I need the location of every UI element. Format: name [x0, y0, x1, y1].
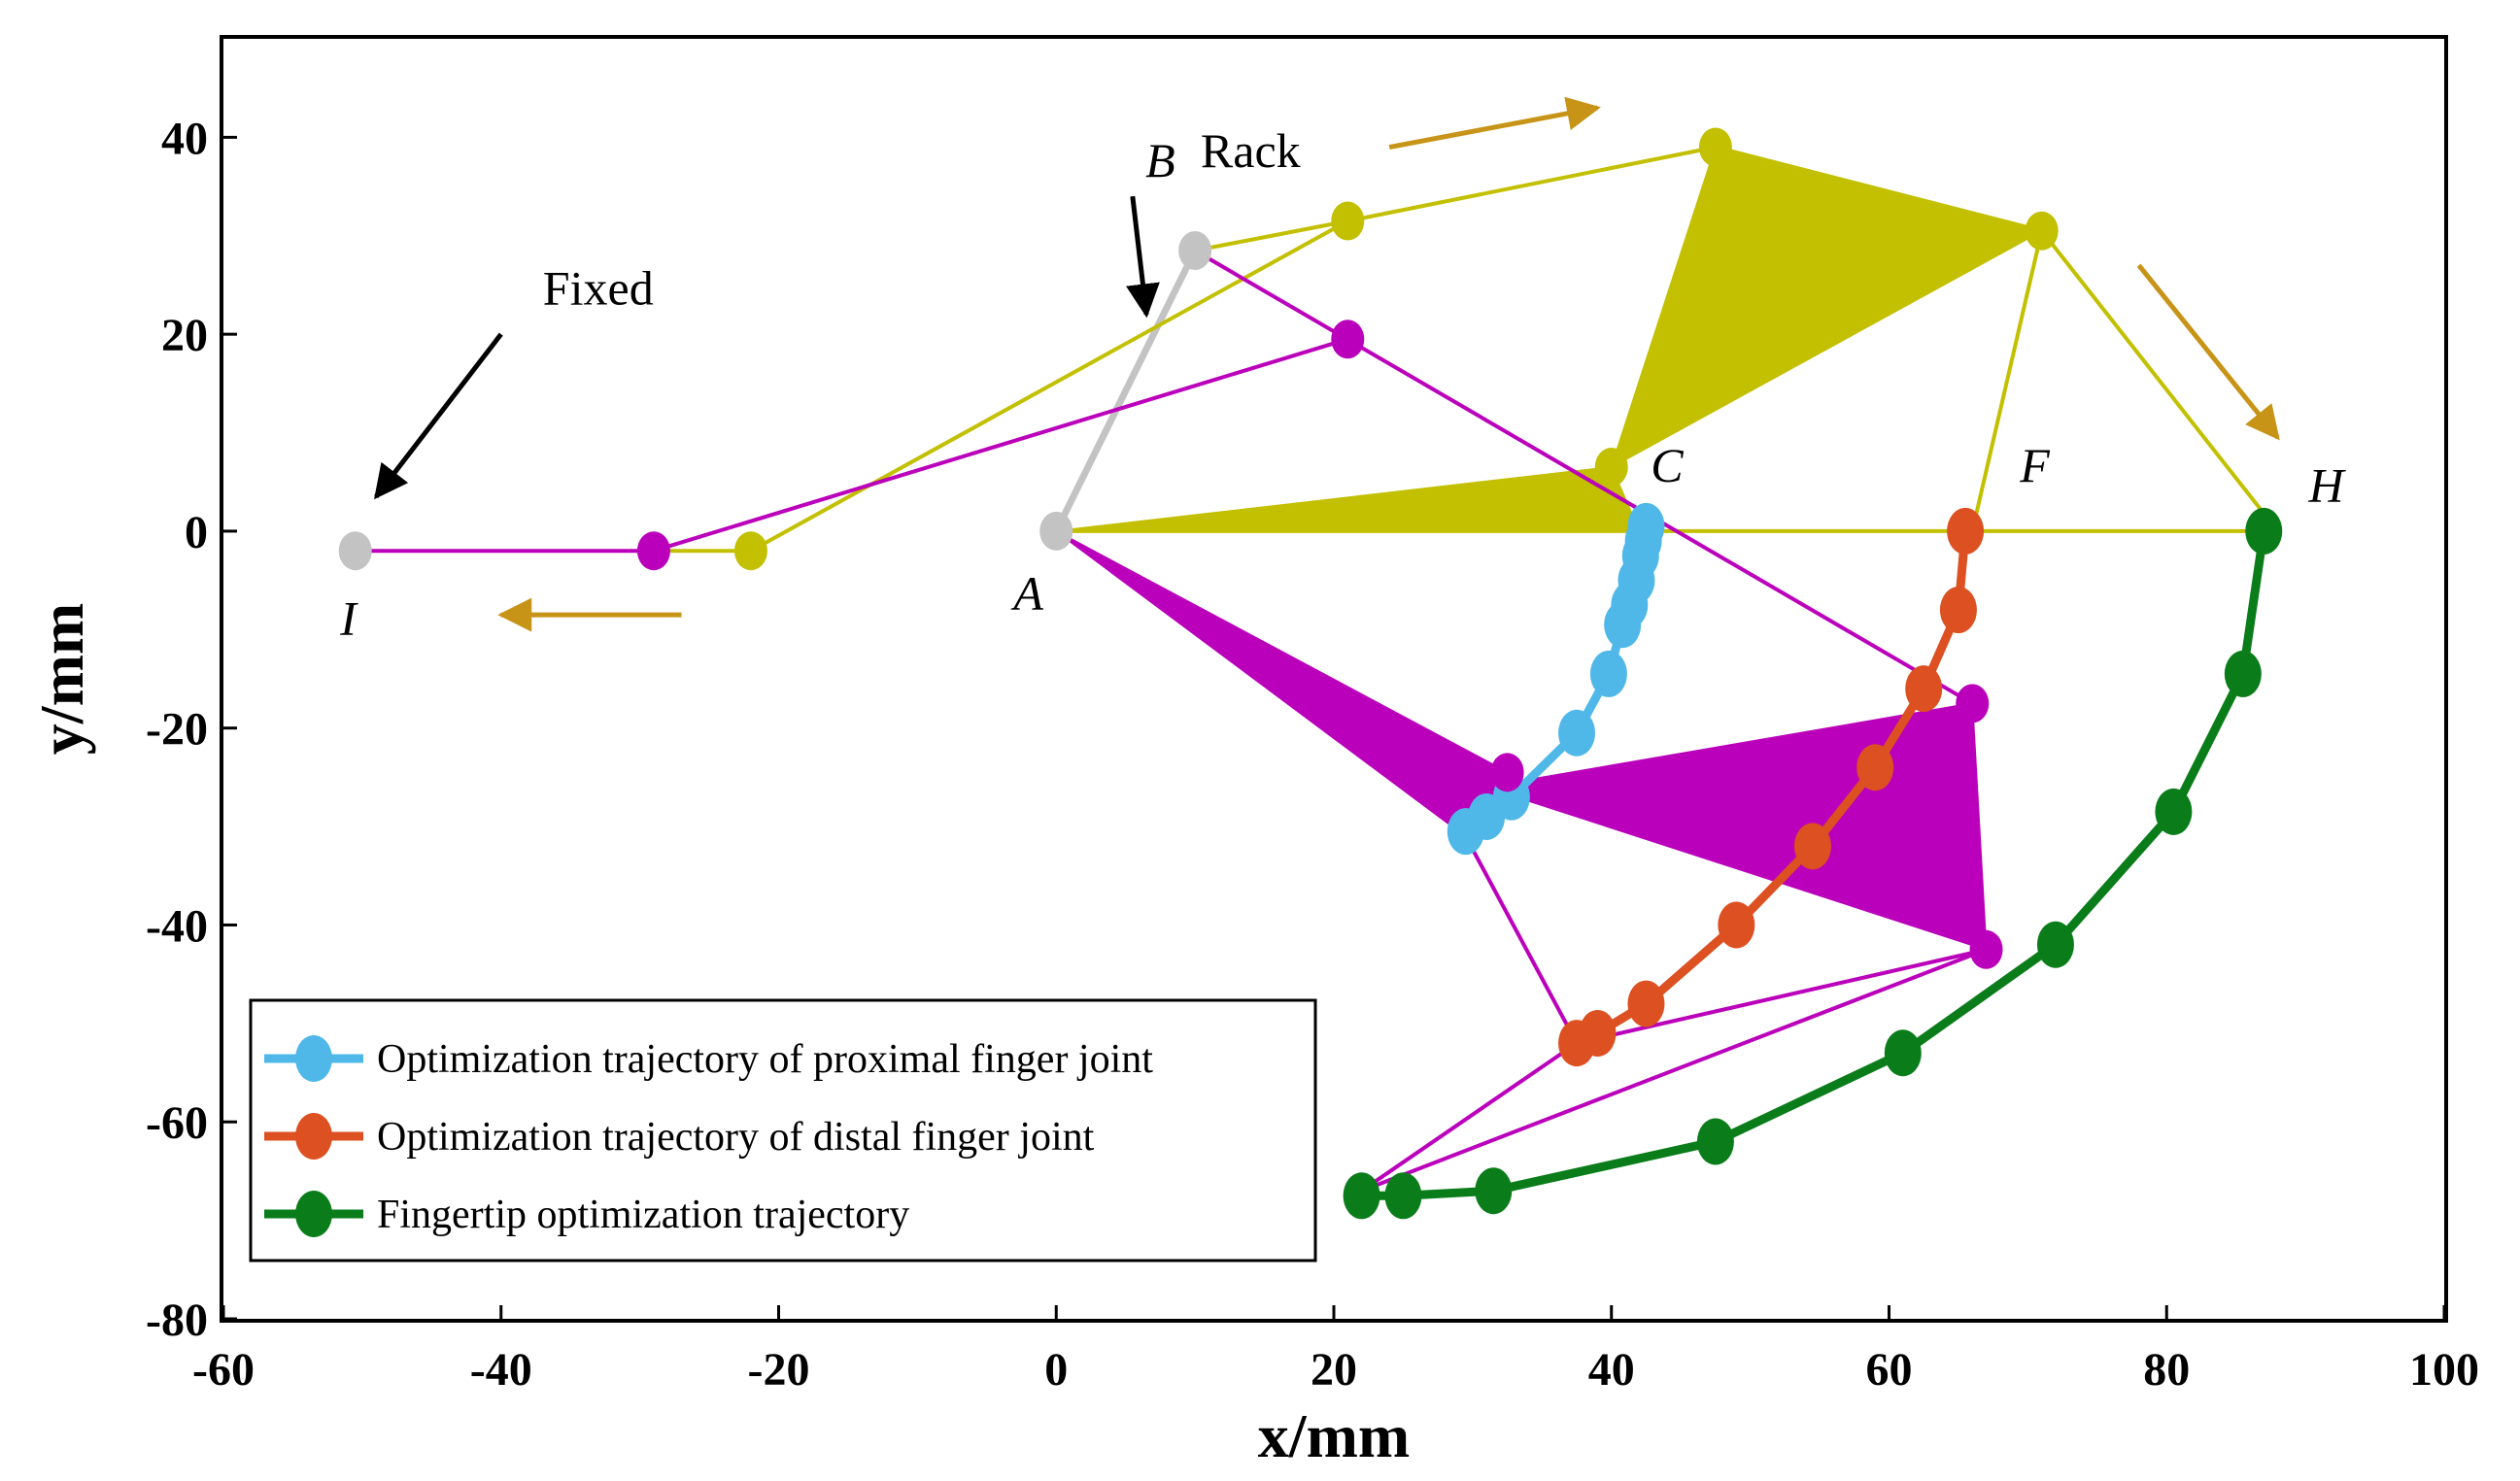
y-tick-label: -40 [146, 900, 208, 952]
joint-gray-0 [338, 531, 372, 571]
series-point-distal-3 [1856, 744, 1894, 791]
x-tick-label: -60 [192, 1344, 255, 1396]
point-label-C: C [1651, 438, 1684, 492]
y-tick-label: -20 [146, 704, 208, 756]
x-tick-label: 20 [1311, 1344, 1357, 1396]
joint-olive-1 [1331, 201, 1365, 241]
annotation-text-0: Rack [1201, 123, 1301, 178]
y-tick-label: -80 [146, 1295, 208, 1346]
link-olive-4 [1970, 230, 2044, 532]
link-gray-0 [1053, 249, 1199, 533]
joint-magenta-1 [1331, 320, 1365, 359]
joint-olive-0 [733, 531, 767, 571]
series-point-proximal-10 [1447, 808, 1484, 856]
link-magenta-6 [1194, 249, 1974, 706]
x-tick-label: -20 [748, 1344, 810, 1396]
series-point-fingertip-7 [1384, 1172, 1422, 1220]
joint-magenta-4 [1490, 753, 1524, 792]
series-point-fingertip-2 [2155, 788, 2193, 835]
x-tick-label: 100 [2409, 1344, 2479, 1396]
legend-label-0: Optimization trajectory of proximal fing… [377, 1037, 1153, 1082]
series-point-fingertip-4 [1884, 1029, 1922, 1077]
linkage-joints [338, 127, 2059, 969]
series-point-distal-4 [1793, 823, 1831, 870]
series-point-distal-8 [1558, 1020, 1596, 1067]
x-tick-label: 0 [1044, 1344, 1068, 1396]
joint-gray-2 [1178, 230, 1212, 270]
point-label-I: I [339, 590, 358, 645]
legend-swatch-marker-1 [295, 1113, 332, 1160]
x-tick-label: 80 [2143, 1344, 2190, 1396]
joint-gray-1 [1039, 511, 1073, 551]
series-point-fingertip-6 [1475, 1167, 1513, 1215]
annotation-text-1: Fixed [543, 261, 654, 316]
legend-box [249, 998, 1317, 1262]
series-point-fingertip-8 [1343, 1172, 1380, 1220]
series-point-distal-0 [1947, 507, 1985, 555]
x-tick-label: -40 [470, 1344, 532, 1396]
series-point-proximal-5 [1604, 601, 1642, 649]
series-point-proximal-6 [1589, 650, 1627, 697]
y-axis-label: y/mm [27, 603, 96, 755]
x-axis-label: x/mm [1258, 1401, 1410, 1470]
series-point-distal-1 [1939, 587, 1977, 634]
annotation-arrow-1 [374, 332, 503, 500]
trajectory-series [1343, 502, 2283, 1220]
series-point-fingertip-1 [2224, 650, 2262, 697]
series-point-distal-2 [1905, 665, 1943, 713]
x-tick-label: 40 [1588, 1344, 1635, 1396]
y-tick-label: 20 [161, 310, 208, 361]
joint-olive-2 [1698, 127, 1732, 167]
direction-arrows [497, 96, 2280, 632]
direction-arrow-0 [1388, 96, 1601, 150]
series-point-proximal-7 [1558, 709, 1596, 757]
series-point-distal-6 [1627, 980, 1665, 1027]
series-point-fingertip-0 [2245, 507, 2283, 555]
joint-olive-4 [1594, 448, 1628, 488]
legend: Optimization trajectory of proximal fing… [249, 998, 1317, 1262]
direction-arrow-1 [2136, 263, 2280, 441]
legend-swatch-marker-2 [295, 1191, 332, 1237]
joint-magenta-0 [636, 531, 670, 571]
y-tick-label: 0 [185, 507, 208, 558]
legend-label-1: Optimization trajectory of distal finger… [377, 1115, 1095, 1160]
link-magenta-8 [1360, 1041, 1579, 1193]
annotation-arrow-0 [1126, 195, 1160, 319]
point-label-A: A [1010, 566, 1043, 621]
y-tick-label: -60 [146, 1097, 208, 1149]
linkage-links [348, 145, 2280, 1194]
series-point-fingertip-3 [2036, 921, 2074, 968]
point-label-F: F [2019, 438, 2050, 492]
joint-magenta-3 [1969, 929, 2003, 969]
x-tick-label: 60 [1866, 1344, 1913, 1396]
series-point-fingertip-5 [1696, 1118, 1734, 1165]
legend-label-2: Fingertip optimization trajectory [377, 1193, 909, 1237]
legend-swatch-marker-0 [295, 1035, 332, 1082]
joint-magenta-2 [1956, 684, 1990, 724]
point-label-H: H [2308, 458, 2347, 513]
y-tick-label: 40 [161, 113, 208, 164]
series-point-distal-5 [1718, 901, 1755, 949]
point-label-B: B [1145, 133, 1175, 187]
joint-olive-3 [2025, 211, 2059, 251]
